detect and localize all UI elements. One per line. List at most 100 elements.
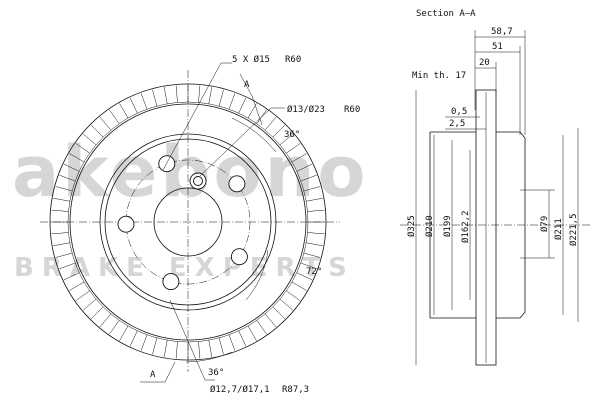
cooling-vane: [303, 252, 321, 258]
cooling-vane: [279, 133, 294, 146]
cooling-vane: [109, 320, 120, 335]
aux-hole: [189, 172, 207, 190]
aux-holes-radius: R60: [344, 105, 360, 115]
cooling-vane: [63, 163, 80, 172]
section-cut-bottom: [140, 361, 176, 383]
bolt-hole: [117, 215, 135, 233]
diameter-162-label: Ø162,2: [460, 210, 471, 243]
cooling-vane: [69, 281, 85, 291]
bolt-hole: [158, 155, 176, 173]
cooling-vane: [307, 209, 325, 212]
cooling-vane: [307, 232, 325, 235]
diameter-325-label: Ø325: [406, 215, 417, 237]
bolt-holes-radius: R60: [285, 55, 301, 65]
cooling-vane: [152, 337, 158, 355]
cooling-vane: [51, 232, 69, 235]
cooling-vane: [99, 116, 112, 131]
bolt-holes-label: 5 X Ø15: [232, 54, 270, 65]
cooling-vane: [163, 340, 168, 357]
angle-arc-bottom: [185, 351, 233, 363]
cooling-vane: [286, 290, 301, 301]
bolt-holes-leader: [162, 62, 232, 171]
angle-label-bottom: 36°: [208, 368, 224, 378]
cooling-vane: [198, 85, 201, 103]
min-thickness-label: Min th. 17: [412, 71, 466, 81]
hat-height-label: 51: [492, 42, 503, 52]
cooling-vane: [140, 93, 148, 110]
bolt-hole: [162, 273, 180, 291]
cooling-vane: [198, 341, 201, 359]
section-cut-top: [239, 73, 263, 126]
cooling-vane: [175, 85, 178, 103]
cooling-vane: [99, 313, 112, 328]
cooling-vane: [63, 272, 80, 281]
cooling-vane: [286, 143, 301, 154]
cooling-vane: [75, 290, 90, 301]
cooling-vane: [82, 133, 97, 146]
cooling-vanes: [51, 85, 325, 359]
cooling-vane: [119, 325, 129, 341]
section-marker-top: A: [244, 80, 250, 90]
cooling-vane: [238, 97, 247, 114]
cooling-vane: [306, 242, 323, 247]
angle-label-right: 72°: [306, 267, 322, 277]
cooling-vane: [256, 320, 267, 335]
cooling-vane: [264, 313, 277, 328]
aux-holes-label: Ø13/Ø23: [287, 104, 325, 115]
friction-ring-section: [475, 89, 497, 366]
cooling-vane: [75, 143, 90, 154]
cooling-vane: [53, 242, 70, 247]
cooling-vane: [109, 109, 120, 124]
front-view: 5 X Ø15 R60 Ø13/Ø23 R60 36° 72° 36° Ø12,…: [40, 54, 360, 395]
angle-arc-right: [245, 249, 269, 301]
cooling-vane: [296, 272, 313, 281]
watermark-tagline: BRAKE EXPERTS: [14, 253, 355, 283]
cooling-vane: [264, 116, 277, 131]
cooling-vane: [82, 298, 97, 311]
cooling-vane: [55, 186, 73, 192]
cooling-vane: [247, 103, 257, 119]
cooling-vane: [247, 325, 257, 341]
cooling-vane: [208, 340, 213, 357]
diameter-221-label: Ø221,5: [568, 213, 579, 246]
bolt-holes: [117, 155, 248, 291]
cooling-vane: [51, 209, 69, 212]
diameter-199-label: Ø199: [442, 215, 453, 237]
bolt-hole: [228, 175, 246, 193]
aux-holes-leader: [199, 107, 285, 177]
cooling-vane: [119, 103, 129, 119]
cooling-vane: [303, 186, 321, 192]
angle-label-top: 36°: [284, 130, 300, 140]
cooling-vane: [300, 262, 317, 270]
cooling-vane: [152, 89, 158, 107]
aux-hole-inner: [193, 176, 203, 186]
center-label-leader: [169, 299, 215, 381]
cooling-vane: [90, 124, 104, 138]
center-bore-label: Ø12,7/Ø17,1: [210, 384, 270, 395]
disc-profile: [400, 89, 590, 366]
section-title: Section A–A: [416, 9, 476, 19]
dim-2-5-label: 2,5: [449, 119, 465, 129]
angle-arc-top: [231, 117, 277, 153]
cooling-vane: [59, 262, 76, 270]
bolt-hole: [230, 248, 248, 266]
cooling-vane: [296, 163, 313, 172]
cooling-vane: [163, 87, 168, 104]
cooling-vane: [129, 97, 138, 114]
cooling-vane: [55, 252, 73, 258]
cooling-vane: [90, 306, 104, 320]
cooling-vane: [272, 306, 286, 320]
cooling-vane: [53, 197, 70, 202]
cooling-vane: [69, 153, 85, 163]
watermark: akebono BRAKE EXPERTS: [12, 131, 369, 283]
cooling-vane: [306, 197, 323, 202]
cooling-vane: [129, 330, 138, 347]
diameter-79-label: Ø79: [539, 216, 550, 232]
cooling-vane: [218, 89, 224, 107]
section-view: Section A–A Min th. 17 58,7 51 20 0,5 2,…: [400, 9, 590, 366]
cooling-vane: [238, 330, 247, 347]
disc-thickness-label: 20: [479, 58, 490, 68]
watermark-brand: akebono: [12, 131, 369, 213]
section-marker-bottom: A: [150, 370, 156, 380]
